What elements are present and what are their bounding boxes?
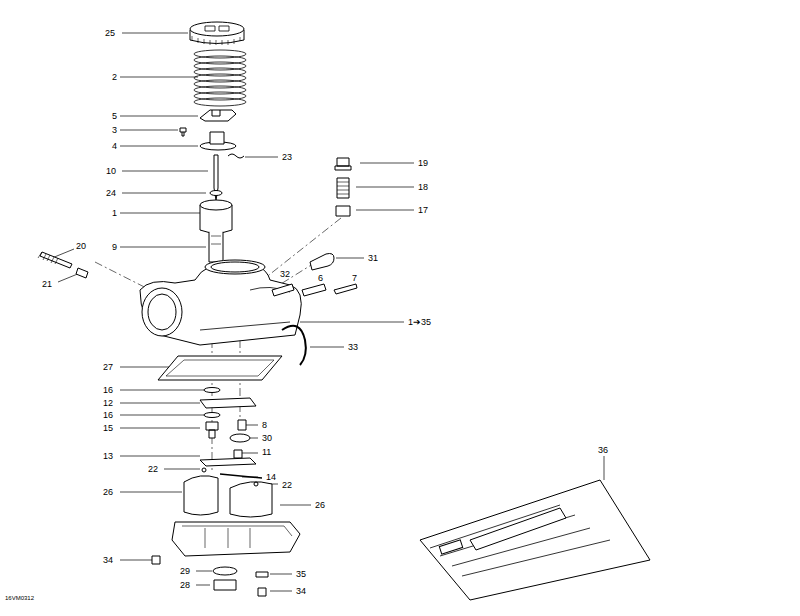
callout-number: 22	[148, 464, 158, 474]
callout-number: 7	[352, 273, 357, 283]
callout-number: 20	[76, 241, 86, 251]
callout-number: 22	[282, 480, 292, 490]
callout-number: 12	[103, 398, 113, 408]
callout-number: 34	[296, 586, 306, 596]
callout-number: 32	[280, 269, 290, 279]
callout-number: 26	[315, 500, 325, 510]
callout-number: 11	[262, 447, 271, 457]
callout-number: 21	[42, 279, 52, 289]
drawing-code: 16VM0312	[5, 595, 34, 602]
callout-number: 14	[266, 472, 276, 482]
callout-number: 1➔35	[408, 317, 431, 327]
callout-number: 9	[112, 242, 117, 252]
callout-number: 2	[112, 72, 117, 82]
callout-number: 16	[103, 410, 113, 420]
callout-number: 13	[103, 451, 113, 461]
callout-number: 27	[103, 362, 113, 372]
centre-lines	[95, 218, 341, 470]
callout-number: 31	[368, 253, 378, 263]
callout-number: 30	[262, 433, 272, 443]
callout-number: 3	[112, 125, 117, 135]
callout-number: 4	[112, 141, 117, 151]
callout-number: 5	[112, 111, 117, 121]
callout-number: 25	[105, 28, 115, 38]
callout-number: 29	[180, 566, 190, 576]
callout-number: 15	[103, 423, 113, 433]
callout-number: 18	[418, 182, 428, 192]
callout-number: 35	[296, 569, 306, 579]
callout-number: 33	[348, 342, 358, 352]
callout-number: 36	[598, 445, 608, 455]
callout-number: 10	[106, 166, 116, 176]
callout-number: 16	[103, 385, 113, 395]
callout-number: 24	[106, 188, 116, 198]
callout-number: 17	[418, 205, 428, 215]
callout-number: 34	[103, 555, 113, 565]
callout-number: 1	[112, 208, 117, 218]
callout-number: 6	[318, 273, 323, 283]
callout-number: 28	[180, 580, 190, 590]
callout-number: 19	[418, 158, 428, 168]
callout-number: 8	[262, 420, 267, 430]
callout-number: 26	[103, 487, 113, 497]
callout-number: 23	[282, 152, 292, 162]
